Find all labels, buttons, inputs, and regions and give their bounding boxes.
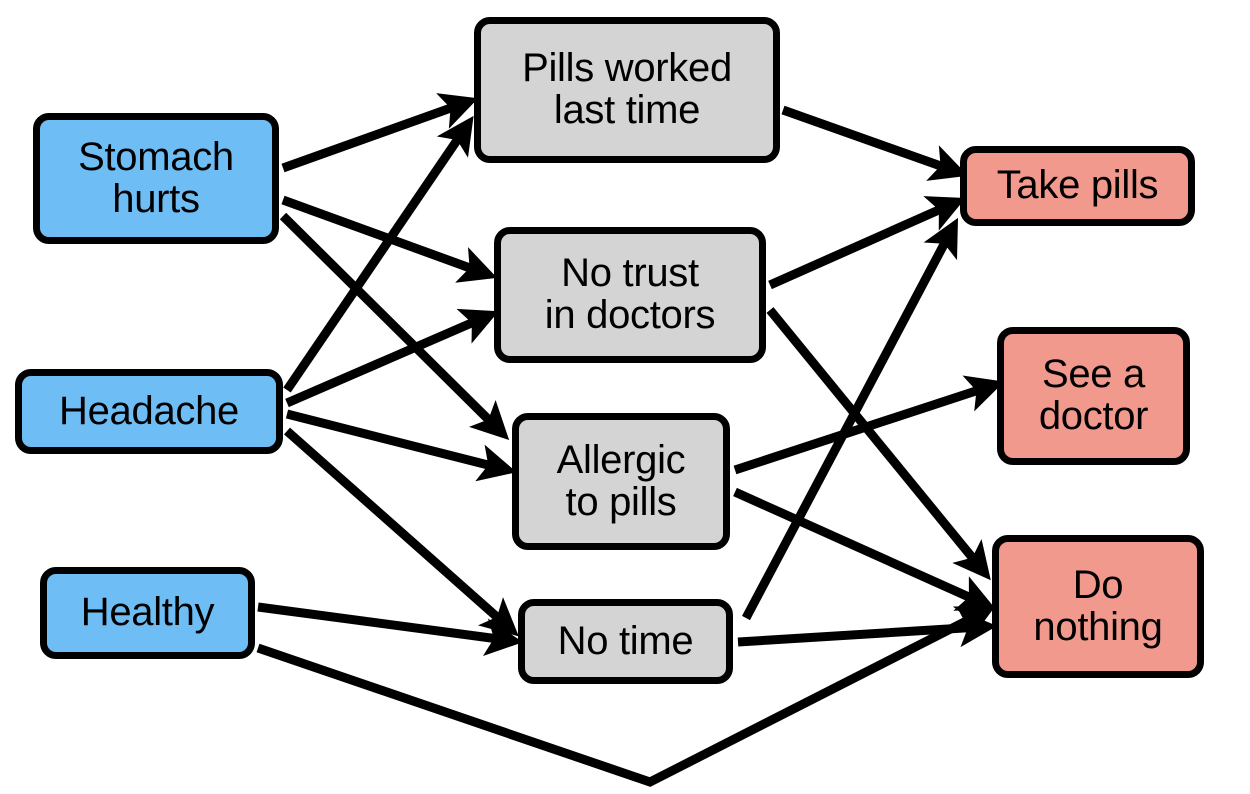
node-label: Stomach hurts <box>78 134 234 221</box>
node-take[interactable]: Take pills <box>960 146 1195 226</box>
node-doctor[interactable]: See a doctor <box>997 327 1190 465</box>
edge-notrust-to-take <box>768 196 966 290</box>
node-label: Take pills <box>996 163 1159 208</box>
edge-notrust-to-donothing <box>766 307 991 581</box>
edge-headache-to-worked <box>283 115 474 393</box>
node-label: Do nothing <box>1033 562 1163 649</box>
edge-stomach-to-notrust <box>281 195 498 283</box>
node-label: No time <box>557 618 694 663</box>
node-worked[interactable]: Pills worked last time <box>474 17 780 163</box>
node-label: Pills worked last time <box>522 46 732 132</box>
edge-headache-to-notime <box>284 427 519 637</box>
edge-stomach-to-worked <box>281 93 479 173</box>
edge-healthy-to-notime <box>257 602 523 657</box>
node-label: No trust in doctors <box>544 251 716 337</box>
edge-headache-to-notrust <box>285 308 499 408</box>
edge-allergic-to-donothing <box>733 487 996 611</box>
node-allergic[interactable]: Allergic to pills <box>512 413 730 550</box>
node-label: Allergic to pills <box>556 437 686 524</box>
edge-allergic-to-doctor <box>733 375 1005 475</box>
edge-notime-to-take <box>742 217 959 621</box>
node-stomach[interactable]: Stomach hurts <box>33 113 279 244</box>
edge-notime-to-donothing <box>737 609 998 648</box>
node-label: Headache <box>59 388 239 433</box>
edge-headache-to-allergic <box>285 409 517 482</box>
node-notrust[interactable]: No trust in doctors <box>494 227 766 363</box>
node-notime[interactable]: No time <box>518 599 733 684</box>
node-donothing[interactable]: Do nothing <box>992 535 1204 678</box>
node-healthy[interactable]: Healthy <box>40 567 255 659</box>
edge-worked-to-take <box>781 105 969 181</box>
node-label: See a doctor <box>1038 352 1149 438</box>
edge-stomach-to-allergic <box>279 212 510 441</box>
node-headache[interactable]: Headache <box>15 369 283 454</box>
node-label: Healthy <box>80 590 215 635</box>
